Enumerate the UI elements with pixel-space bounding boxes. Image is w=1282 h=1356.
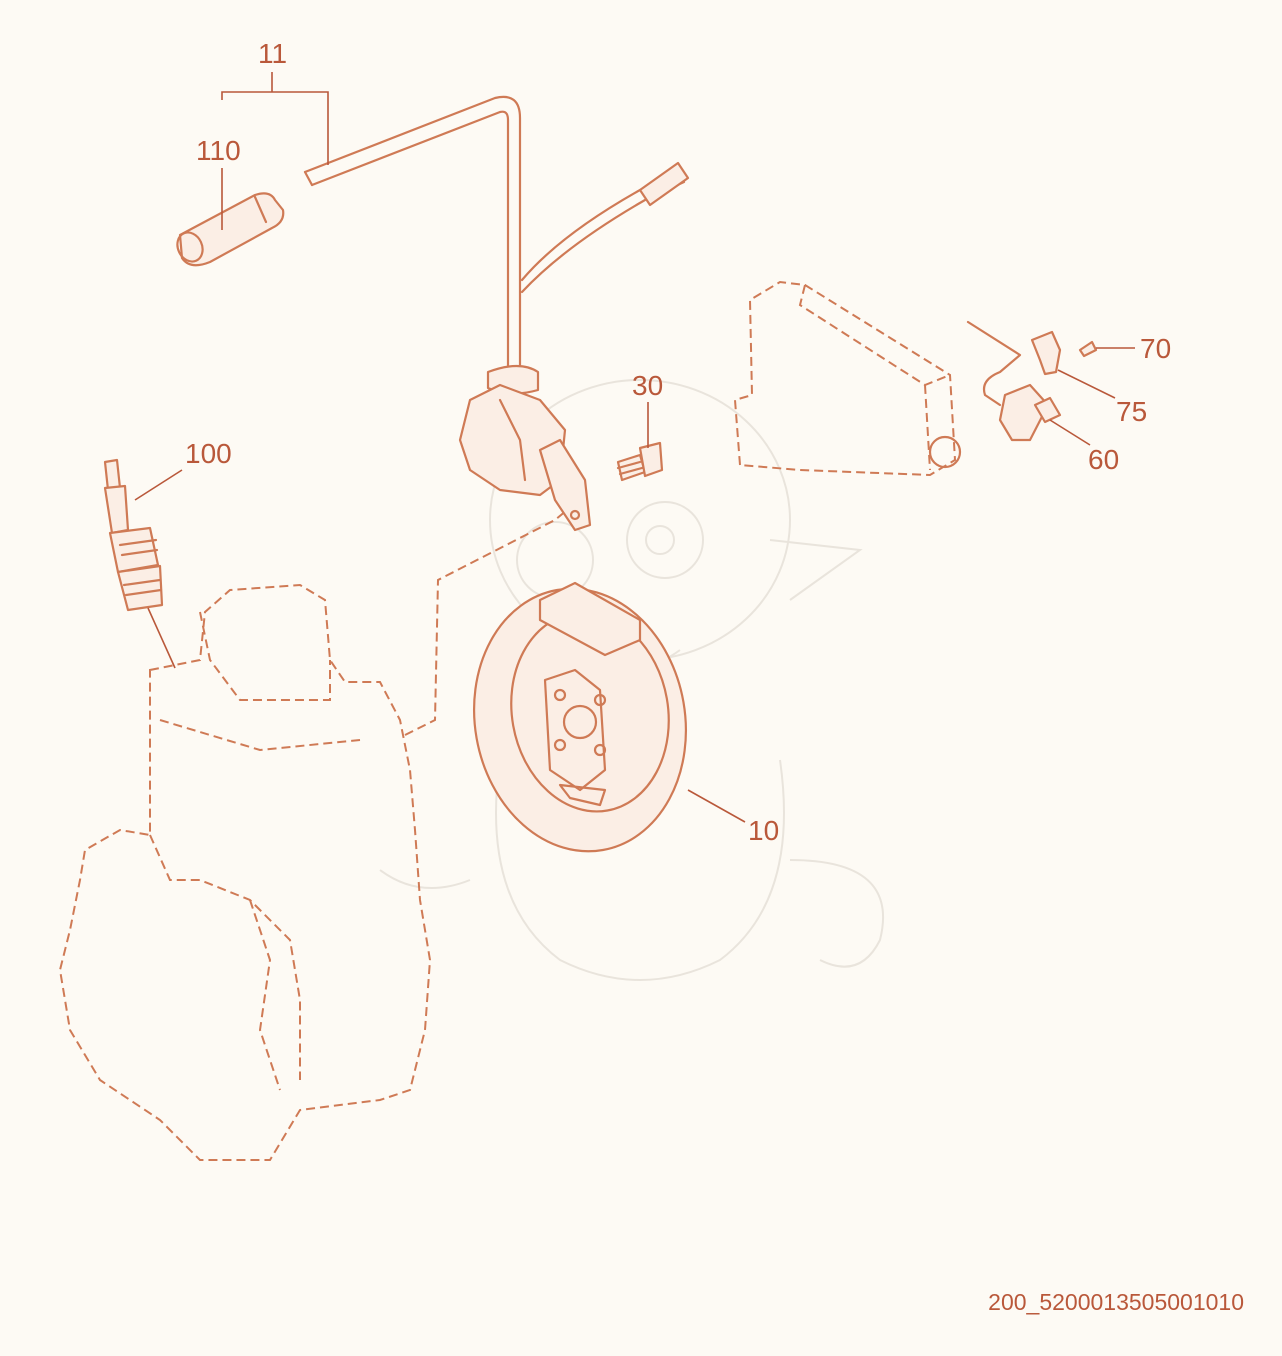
callout-10: 10 [748, 815, 780, 846]
cover-outline [733, 280, 962, 477]
engine-block [58, 583, 432, 1161]
flywheel [472, 581, 688, 853]
leader-lines [134, 72, 1135, 823]
callout-110: 110 [196, 135, 241, 166]
spark-plug [103, 458, 164, 612]
callout-60: 60 [1088, 444, 1120, 475]
diagram-reference-code: 200_5200013505001010 [988, 1289, 1244, 1315]
ignition-coil [303, 95, 690, 532]
callout-75: 75 [1116, 396, 1148, 427]
callout-30: 30 [632, 370, 664, 401]
callout-11: 11 [258, 38, 288, 69]
spark-plug-boot [176, 192, 285, 267]
callout-100: 100 [185, 438, 232, 469]
callout-70: 70 [1140, 333, 1172, 364]
stop-switch [966, 320, 1098, 442]
bolt [616, 441, 664, 482]
routing-line [404, 494, 586, 736]
